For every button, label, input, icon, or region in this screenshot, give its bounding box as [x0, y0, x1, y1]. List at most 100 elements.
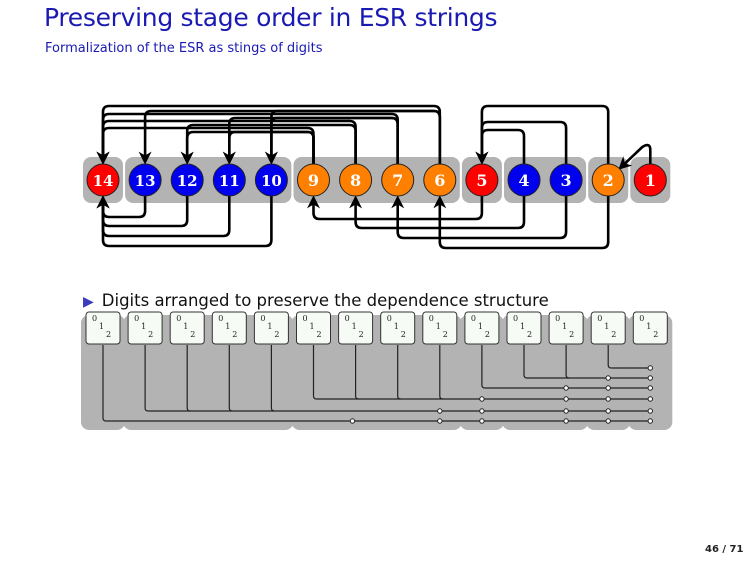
dependency-arrow [618, 143, 652, 170]
digit-1: 1 [646, 322, 651, 331]
stage-label: 1 [645, 171, 656, 190]
digit-0: 0 [260, 314, 265, 323]
dependency-wire [607, 345, 612, 369]
dependency-arrow [96, 126, 315, 165]
junction-dot [437, 408, 443, 414]
stage-label: 4 [518, 171, 529, 190]
stage-label: 10 [261, 172, 282, 190]
slide-subtitle: Formalization of the ESR as stings of di… [45, 41, 323, 56]
digit-0: 0 [639, 314, 644, 323]
stage-node-3 [549, 163, 583, 197]
digit-1: 1 [562, 322, 567, 331]
stage-node-8 [339, 163, 373, 197]
digit-2: 2 [653, 330, 658, 339]
stage-label: 8 [350, 171, 361, 190]
digit-1: 1 [394, 322, 399, 331]
stage-label: 9 [308, 171, 319, 190]
digit-box [127, 311, 163, 345]
digit-0: 0 [218, 314, 223, 323]
junction-dot [563, 408, 569, 414]
digit-2: 2 [359, 330, 364, 339]
stage-label: 5 [476, 171, 487, 190]
digit-box [464, 311, 500, 345]
stage-node-7 [381, 163, 415, 197]
dependency-arrow [475, 128, 526, 165]
digit-box [85, 311, 121, 345]
digit-1: 1 [436, 322, 441, 331]
digit-group [123, 315, 294, 430]
digit-1: 1 [352, 322, 357, 331]
dependency-wire [523, 345, 528, 379]
stage-node-2 [591, 163, 625, 197]
stage-node-6 [423, 163, 457, 197]
digit-0: 0 [134, 314, 139, 323]
digit-box [211, 311, 247, 345]
dependency-arrow [96, 195, 273, 248]
digit-2: 2 [611, 330, 616, 339]
digit-1: 1 [141, 322, 146, 331]
dependency-arrow [433, 195, 610, 250]
stage-label: 7 [392, 171, 403, 190]
stage-node-9 [297, 163, 330, 197]
digit-1: 1 [267, 322, 272, 331]
digit-group [291, 315, 462, 430]
dependency-wire [481, 345, 485, 389]
junction-dot [479, 418, 485, 424]
digit-box [338, 311, 374, 345]
digit-2: 2 [148, 330, 153, 339]
junction-dot [647, 418, 653, 424]
digit-2: 2 [485, 330, 490, 339]
junction-dot [605, 408, 611, 414]
digit-1: 1 [183, 322, 188, 331]
junction-dot [563, 418, 569, 424]
dependency-wire [102, 345, 107, 422]
digit-0: 0 [429, 314, 434, 323]
digit-1: 1 [478, 322, 483, 331]
stage-label: 3 [561, 171, 572, 190]
junction-dot [605, 418, 611, 424]
digit-1: 1 [99, 322, 104, 331]
digit-1: 1 [225, 322, 230, 331]
digit-2: 2 [527, 330, 532, 339]
junction-dot [605, 375, 611, 381]
digit-0: 0 [555, 314, 560, 323]
junction-dot [437, 418, 443, 424]
slide-title: Preserving stage order in ESR strings [44, 3, 498, 32]
junction-dot [647, 408, 653, 414]
digit-2: 2 [569, 330, 574, 339]
digit-0: 0 [176, 314, 181, 323]
digit-1: 1 [520, 322, 525, 331]
stage-label: 11 [219, 172, 240, 190]
stage-node-1 [633, 163, 667, 197]
stage-node-13 [128, 163, 162, 197]
digit-box [253, 311, 289, 345]
junction-dot [647, 375, 653, 381]
junction-dot [647, 396, 653, 402]
stage-label: 13 [135, 172, 156, 190]
digit-1: 1 [604, 322, 609, 331]
page-number: 46 / 71 [705, 544, 744, 555]
stage-node-4 [507, 163, 541, 197]
digit-0: 0 [387, 314, 392, 323]
digit-2: 2 [443, 330, 448, 339]
stage-group [293, 157, 460, 203]
dependency-arrow [96, 112, 399, 165]
digit-box [590, 311, 626, 345]
dependency-wire [144, 345, 149, 412]
triangle-right-icon: ▶ [83, 294, 94, 310]
junction-dot [647, 365, 653, 371]
digit-0: 0 [303, 314, 308, 323]
stage-node-5 [465, 163, 499, 197]
stage-label: 6 [434, 171, 445, 190]
junction-dot [605, 385, 611, 391]
junction-dot [647, 385, 653, 391]
dependency-arrow [96, 104, 442, 165]
stage-label: 2 [603, 171, 614, 190]
dependency-wire [312, 345, 317, 400]
bullet-text: Digits arranged to preserve the dependen… [101, 291, 549, 310]
digit-box [422, 311, 458, 345]
dependency-arrow [96, 119, 357, 165]
digit-box [548, 311, 584, 345]
digit-box [632, 311, 668, 345]
